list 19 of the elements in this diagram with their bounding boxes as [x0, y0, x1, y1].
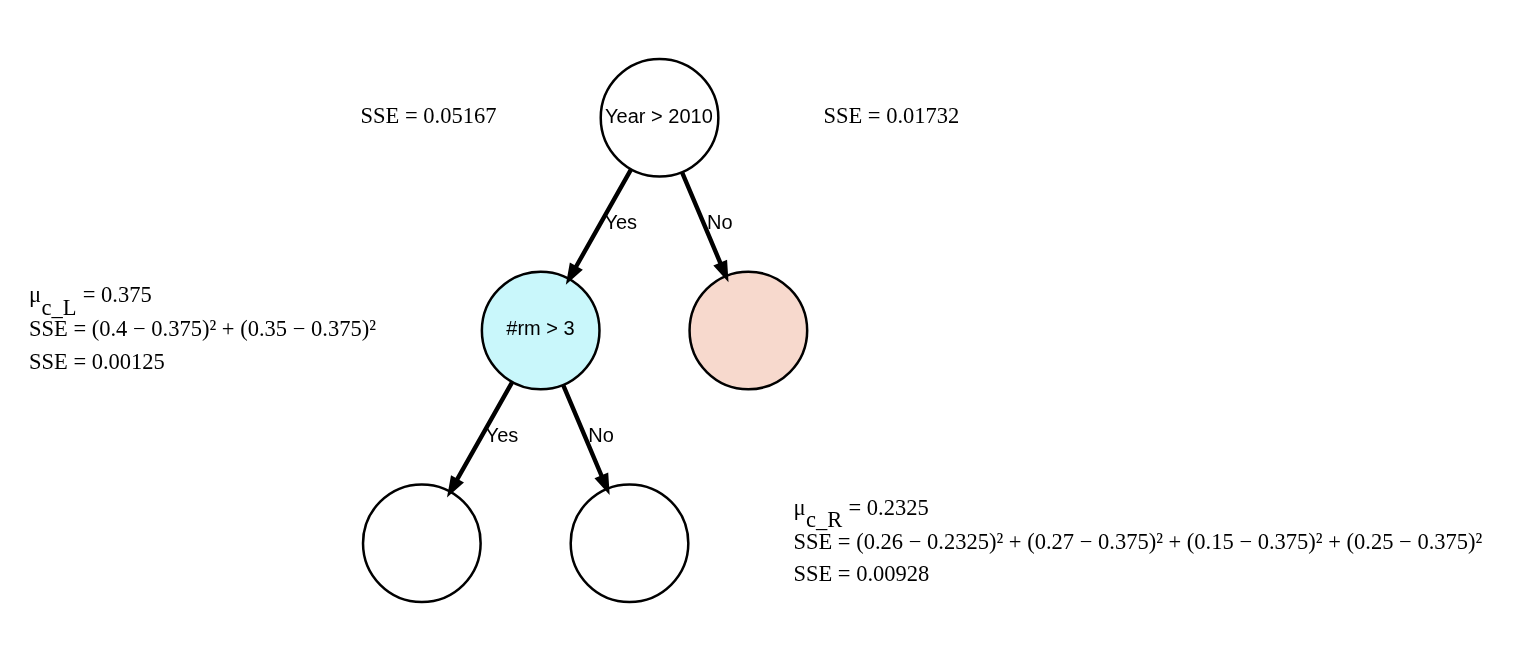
label: SSE = 0.00125 — [28, 348, 165, 374]
edge-label: No — [707, 210, 733, 233]
node-circle: #rm > 3 — [480, 270, 601, 391]
node-circle — [569, 483, 690, 604]
edge-label: Yes — [485, 423, 519, 446]
label: SSE = 0.05167 — [360, 103, 497, 129]
edge-label: Yes — [604, 210, 638, 233]
label: SSE = (0.26 − 0.2325)² + (0.27 − 0.375)² + (0.15 − 0.375)² + (0.25 − 0.375)² — [793, 528, 1483, 554]
arrow — [680, 171, 729, 283]
label: SSE = 0.01732 — [823, 103, 960, 129]
label: SSE = (0.4 − 0.375)² + (0.35 − 0.375)² — [28, 316, 376, 341]
edge-label: No — [588, 423, 614, 446]
arrow — [447, 381, 515, 498]
arrow — [565, 168, 633, 285]
arrow — [561, 384, 610, 495]
node-circle — [361, 483, 482, 604]
node-circle — [688, 270, 809, 391]
label: SSE = 0.00928 — [793, 561, 930, 587]
node-circle: Year > 2010 — [599, 57, 720, 178]
